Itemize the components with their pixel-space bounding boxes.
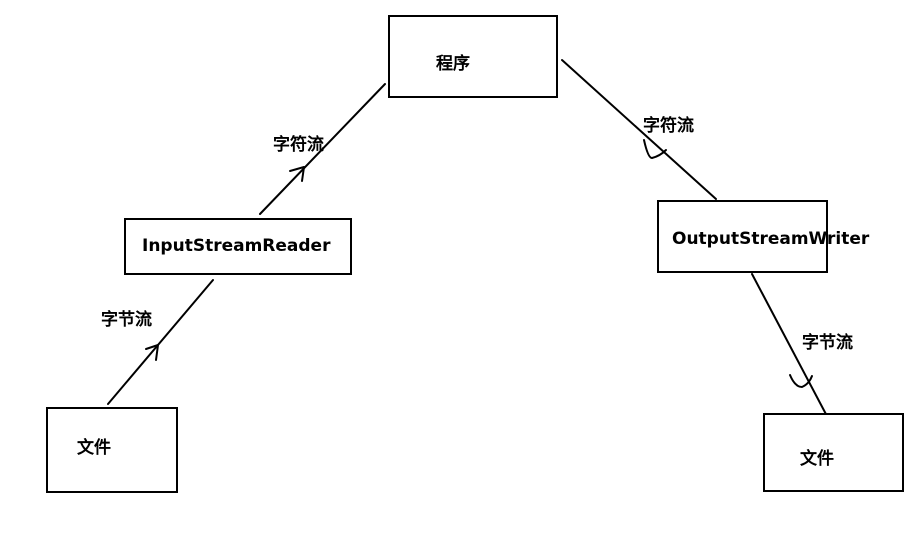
edge-label-reader-to-program: 字符流 [273,135,324,155]
arrowhead-writer-to-file [789,374,813,388]
file-right-label: 文件 [800,449,834,469]
edge-line-file-to-reader [107,279,214,405]
input-stream-reader-box [124,218,352,275]
output-stream-writer-label: OutputStreamWriter [672,229,870,249]
edge-line-reader-to-program [259,83,386,215]
edge-line-writer-to-file [751,273,829,419]
program-label: 程序 [436,54,470,74]
edge-label-program-to-writer: 字符流 [643,116,694,136]
arrowhead-file-to-reader [145,344,159,361]
file-box-left [46,407,178,493]
input-stream-reader-label: InputStreamReader [142,236,331,256]
file-box-right [763,413,904,492]
output-stream-writer-box [657,200,828,273]
edge-label-writer-to-file: 字节流 [802,333,853,353]
arrowhead-reader-to-program [289,166,305,182]
file-left-label: 文件 [77,438,111,458]
edge-line-program-to-writer [561,59,717,200]
edge-label-file-to-reader: 字节流 [101,310,152,330]
program-box [388,15,558,98]
arrowhead-program-to-writer [643,139,667,159]
